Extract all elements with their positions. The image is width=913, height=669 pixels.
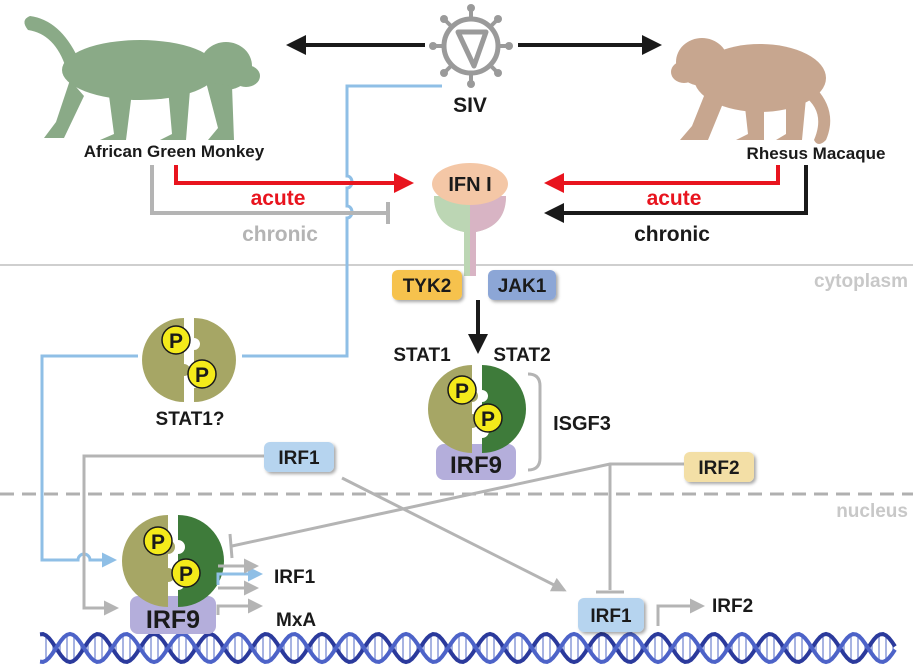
agm-chronic-label: chronic [242,223,318,246]
nucleus-label: nucleus [836,501,908,522]
nuclear-isgf3-complex [122,515,224,634]
tyk2-box [392,270,462,300]
stat1-dimer [142,318,236,402]
siv-label: SIV [453,94,487,117]
rhesus-acute-arrow [544,165,780,193]
rhesus-acute-label: acute [647,187,702,210]
stat1-dimer-p1: P [169,330,183,353]
ifn-receptor [434,196,506,276]
irf1-nuc-label: IRF1 [590,606,632,627]
african-green-monkey-label: African Green Monkey [84,142,265,161]
irf1-cyto-box [264,442,334,472]
blue-pathway-to-nucleus-arrow [40,354,138,568]
irf2-box [684,452,754,482]
nuclear-p-stat2: P [179,563,193,586]
irf9-cyto-label: IRF9 [450,452,502,479]
dna-helix [39,631,897,665]
rhesus-chronic-arrow [544,165,808,223]
agm-chronic-inhibition [150,165,386,215]
stat2-label: STAT2 [493,345,550,366]
blue-pathway-line [242,84,442,358]
isgf3-bracket [527,372,542,472]
jak1-label: JAK1 [498,276,547,297]
irf1-cyto-label: IRF1 [278,448,320,469]
isgf3-to-mxa-arrow [216,598,263,615]
irf9-nuc-label: IRF9 [146,606,200,634]
isgf3-complex [428,365,526,480]
isgf3-p-stat2: P [481,408,495,431]
tyk2-label: TYK2 [403,276,452,297]
stat1-dimer-p2: P [195,364,209,387]
irf1-cyto-to-nucleus-arrow [82,454,264,616]
irf1-target-label: IRF1 [274,567,316,588]
irf2-target-label: IRF2 [712,596,753,617]
stat1-label: STAT1 [393,345,451,366]
dna-strand [39,631,897,665]
ifn-i-ligand: IFN I [432,163,508,205]
rhesus-chronic-label: chronic [634,223,710,246]
irf2-box-label: IRF2 [698,458,739,479]
african-green-monkey-icon [24,16,260,140]
isgf3-label: ISGF3 [553,413,611,435]
nuclear-p-stat1: P [151,531,165,554]
irf1-nuc-box [578,598,644,632]
cytoplasm-label: cytoplasm [814,271,908,292]
rhesus-macaque-icon [671,38,831,144]
siv-virus-icon [429,4,513,88]
ifn-i-label: IFN I [448,174,491,196]
agm-acute-arrow [174,165,414,193]
isgf3-to-irf1-arrow [216,566,263,585]
jak1-box [488,270,556,300]
isgf3-p-stat1: P [455,380,469,403]
rhesus-macaque-label: Rhesus Macaque [747,144,886,163]
stat1-dimer-label: STAT1? [156,409,225,430]
agm-acute-label: acute [251,187,306,210]
mxa-target-label: MxA [276,610,316,631]
irf1-to-irf2-arrow [656,598,705,626]
irf1-cyto-to-irf1-gene-arrow [341,476,567,592]
dna-strand [39,631,897,665]
irf2-irf9-tbar [228,533,234,559]
